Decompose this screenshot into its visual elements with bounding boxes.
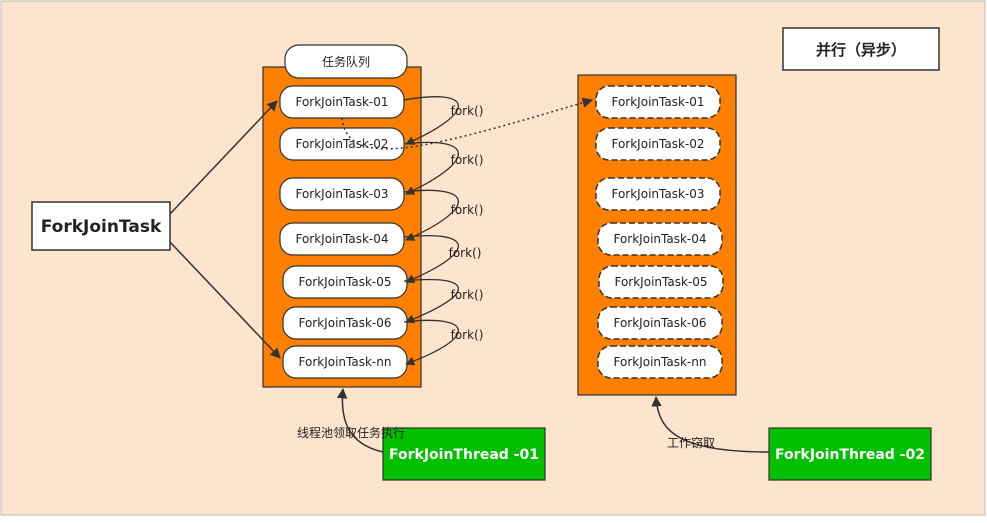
fork-label-02: fork() (451, 153, 484, 167)
queue2-task-box (597, 345, 723, 379)
fork-arc-04 (403, 234, 459, 284)
queue2-task-box (595, 127, 721, 161)
fork-arc-02 (403, 141, 459, 195)
diagram-title: 并行（异步） (816, 41, 906, 59)
thread-02-arrow (651, 395, 770, 453)
fork-label-04: fork() (449, 246, 482, 260)
fork-label-03: fork() (451, 203, 484, 217)
queue1-task-label: ForkJoinTask-01 (295, 95, 388, 109)
queue-label: 任务队列 (322, 54, 370, 69)
queue2-task-label: ForkJoinTask-04 (613, 232, 706, 246)
fork-arc-05 (403, 278, 459, 324)
queue2-task-label: ForkJoinTask-nn (614, 355, 707, 369)
queue2-task-box (598, 265, 724, 299)
thread-02-label: ForkJoinThread -02 (775, 447, 925, 463)
thread-01-caption: 线程池领取任务执行 (297, 425, 405, 440)
thread-01-label: ForkJoinThread -01 (389, 447, 539, 463)
queue-label-box (284, 44, 408, 79)
queue2-task-label: ForkJoinTask-06 (613, 316, 706, 330)
queue2-task-box (595, 177, 721, 211)
queue1-task-box (279, 177, 405, 211)
fork-arc-01 (403, 96, 459, 145)
root-task-box (31, 201, 171, 251)
title-box (782, 27, 940, 71)
queue1-task-label: ForkJoinTask-03 (295, 187, 388, 201)
thread-01-arrow (336, 387, 384, 453)
fork-label-05: fork() (451, 288, 484, 302)
arrow-root-to-task-01 (169, 100, 278, 215)
fork-arc-03 (403, 189, 459, 241)
queue2-task-box (597, 222, 723, 256)
thread-02-box (768, 427, 932, 481)
thread-01-box (382, 427, 546, 481)
queue1-task-label: ForkJoinTask-02 (295, 137, 388, 151)
queue1-task-label: ForkJoinTask-nn (299, 355, 392, 369)
queue2-task-label: ForkJoinTask-05 (614, 275, 707, 289)
queue1-task-label: ForkJoinTask-06 (298, 316, 391, 330)
queue2-task-label: ForkJoinTask-01 (611, 95, 704, 109)
root-task-label: ForkJoinTask (41, 217, 162, 237)
fork-label-01: fork() (451, 104, 484, 118)
queue2-task-label: ForkJoinTask-03 (611, 187, 704, 201)
fork-label-06: fork() (451, 328, 484, 342)
queue1-task-label: ForkJoinTask-04 (295, 232, 388, 246)
queue2-task-box (597, 306, 723, 340)
steal-arrow (341, 97, 594, 150)
queue1-task-label: ForkJoinTask-05 (298, 275, 391, 289)
arrow-root-to-task-nn (169, 241, 281, 359)
fork-arc-06 (403, 319, 459, 366)
queue2-task-label: ForkJoinTask-02 (611, 137, 704, 151)
queue2-task-box (595, 85, 721, 119)
queue1-task-box (279, 222, 405, 256)
thread-02-caption: 工作窃取 (667, 435, 715, 450)
